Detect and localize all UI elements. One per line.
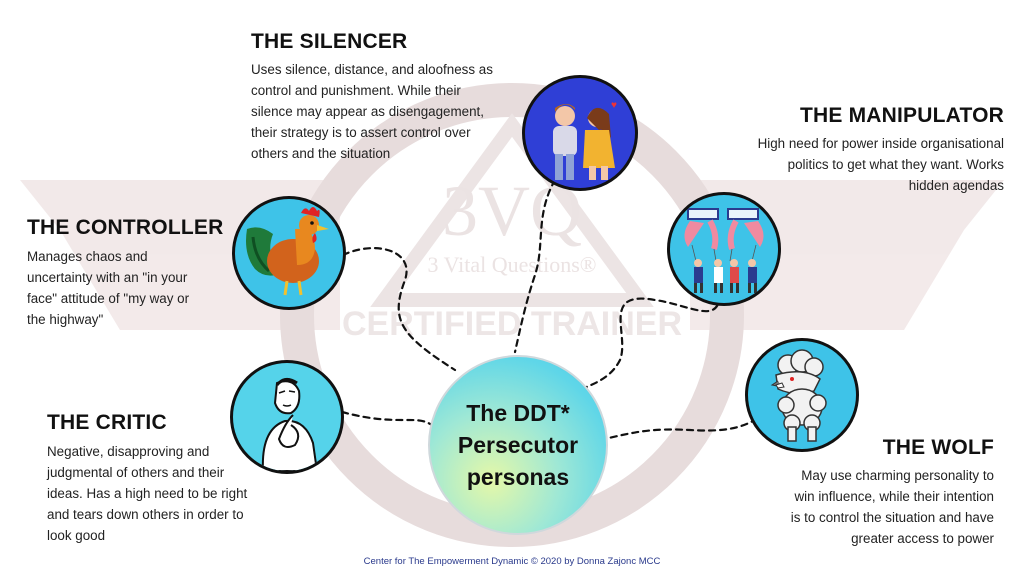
watermark-subtitle: 3 Vital Questions®: [428, 252, 597, 277]
watermark-certified: CERTIFIED TRAINER: [342, 305, 682, 343]
silencer-illustration: ♥: [522, 75, 638, 191]
footer-credit: Center for The Empowerment Dynamic © 202…: [363, 556, 661, 567]
manipulator-title: THE MANIPULATOR: [799, 104, 1004, 127]
thinking-man-icon: [261, 378, 319, 471]
wolf-illustration: [745, 338, 859, 452]
center-line-1: The DDT*: [466, 400, 570, 426]
silencer-title: THE SILENCER: [251, 30, 408, 53]
puppet-masters-icon: [684, 208, 764, 293]
rooster-icon: [246, 207, 329, 296]
controller-illustration: [232, 196, 346, 310]
center-circle: The DDT* Persecutor personas: [428, 355, 608, 535]
silencer-description: Uses silence, distance, and aloofness as…: [251, 62, 493, 161]
connector-wolf: [598, 418, 757, 442]
critic-description: Negative, disapproving and judgmental of…: [47, 444, 248, 543]
center-line-2: Persecutor: [457, 432, 579, 458]
wolf-description: May use charming personality to win infl…: [790, 468, 994, 546]
wolf-in-sheep-clothing-icon: [770, 349, 827, 442]
connector-controller: [341, 247, 457, 372]
connector-silencer: [513, 178, 557, 354]
connector-critic: [340, 410, 437, 429]
critic-title: THE CRITIC: [47, 411, 167, 434]
controller-title: THE CONTROLLER: [27, 216, 224, 239]
manipulator-description: High need for power inside organisationa…: [757, 136, 1004, 193]
svg-text:♥: ♥: [611, 100, 617, 111]
connector-manipulator: [573, 293, 722, 394]
critic-illustration: [230, 360, 344, 474]
couple-icon: ♥: [553, 100, 617, 180]
controller-description: Manages chaos and uncertainty with an "i…: [27, 249, 190, 327]
wolf-title: THE WOLF: [882, 436, 994, 459]
manipulator-illustration: [667, 192, 781, 306]
center-line-3: personas: [466, 464, 570, 490]
